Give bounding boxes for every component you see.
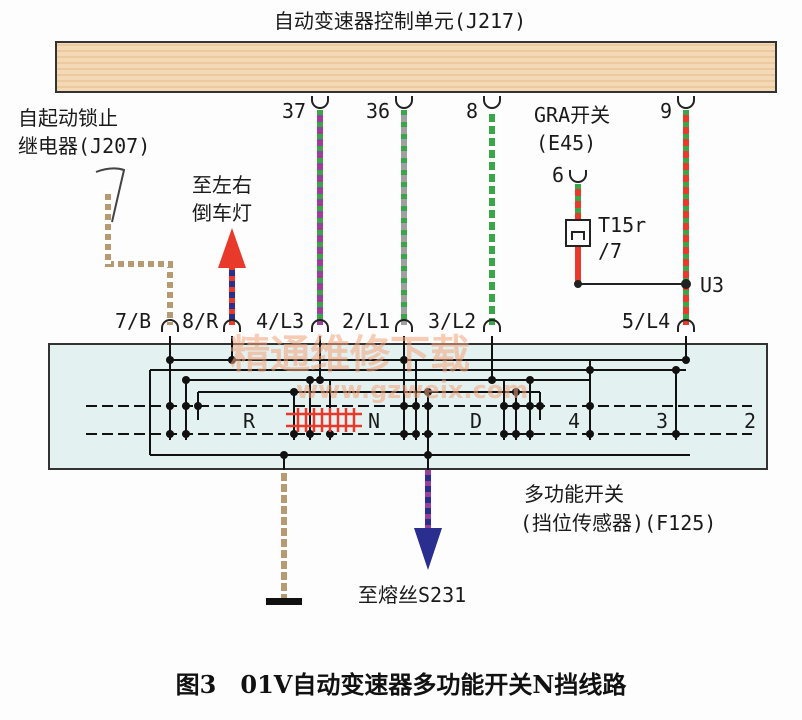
n-position-highlight: [286, 408, 362, 432]
u3-label: U3: [700, 273, 724, 297]
reverse-lamp-label-2: 倒车灯: [192, 201, 252, 225]
switch-pin-4l3: 4/L3: [256, 309, 304, 333]
ecu-pin-36: 36: [366, 99, 390, 123]
ecu-label: 自动变速器控制单元(J217): [274, 9, 526, 33]
watermark-line-1: 精通维修下载: [230, 332, 470, 378]
switch-label-1: 多功能开关: [524, 482, 624, 506]
switch-pin-3l2: 3/L2: [428, 309, 476, 333]
position-d: D: [470, 409, 482, 433]
ecu-pin-9: 9: [660, 99, 672, 123]
ecu-connectors: [311, 96, 695, 109]
position-2: 2: [744, 409, 756, 433]
watermark-line-2: www.gzweix.com: [296, 376, 528, 404]
t15r-label-1: T15r: [598, 213, 646, 237]
relay-label-1: 自起动锁止: [18, 106, 118, 130]
junction-dots: [166, 356, 690, 459]
position-4: 4: [568, 409, 580, 433]
figure-caption: 图3 01V自动变速器多功能开关N挡线路: [176, 670, 628, 699]
t15r-label-2: /7: [598, 239, 622, 263]
switch-pin-8r: 8/R: [182, 309, 219, 333]
wire-fuse: [414, 470, 442, 570]
switch-connectors: [161, 319, 695, 332]
ecu-pin-37: 37: [282, 99, 306, 123]
gra-label-2: (E45): [536, 131, 596, 155]
position-r: R: [243, 409, 256, 433]
gra-pin-label: 6: [552, 163, 564, 187]
fuse-arrow: [414, 528, 442, 570]
ground-symbol: [266, 598, 302, 605]
gra-label-1: GRA开关: [534, 103, 610, 127]
switch-pin-2l1: 2/L1: [342, 309, 390, 333]
wire-reverse-lamp: [218, 228, 246, 325]
switch-pin-7b: 7/B: [115, 309, 151, 333]
position-n: N: [368, 409, 380, 433]
reverse-lamp-arrow: [218, 228, 246, 268]
fuse-label: 至熔丝S231: [358, 583, 466, 607]
switch-pin-5l4: 5/L4: [622, 309, 670, 333]
relay-label-2: 继电器(J207): [18, 134, 150, 158]
u3-junction: [681, 279, 691, 289]
position-3: 3: [656, 409, 668, 433]
wire-relay-brown: [105, 190, 173, 325]
relay-leader: [95, 167, 126, 223]
contact-rails: [86, 405, 752, 435]
reverse-lamp-label-1: 至左右: [192, 173, 252, 197]
ecu-pin-8: 8: [466, 99, 478, 123]
gra-connector: [569, 170, 587, 183]
switch-label-2: (挡位传感器)(F125): [520, 511, 716, 535]
ecu-box: [55, 41, 777, 93]
